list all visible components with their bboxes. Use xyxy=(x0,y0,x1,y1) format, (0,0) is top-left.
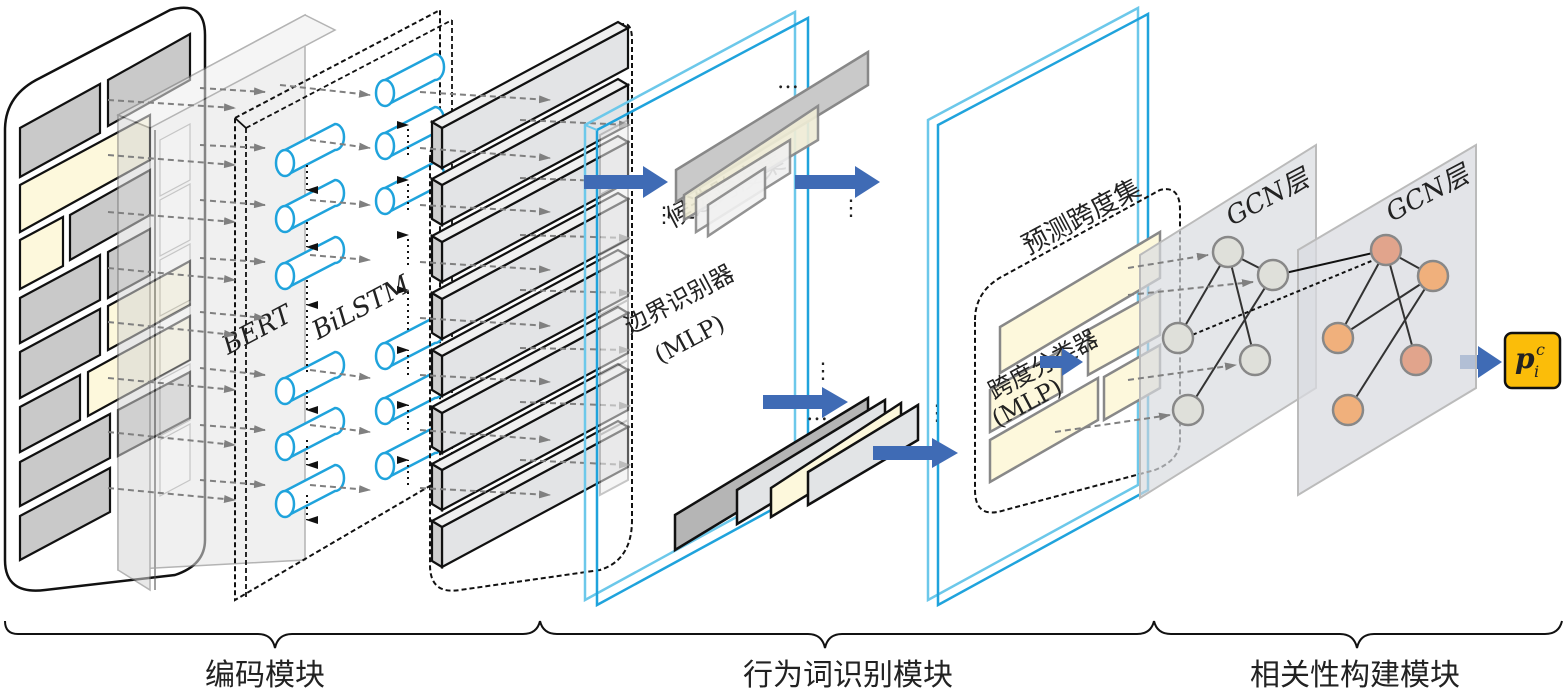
flow-arrow xyxy=(107,487,236,503)
flow-arrow xyxy=(419,317,551,330)
arrow-to-candidates xyxy=(584,166,668,198)
flow-arrow xyxy=(199,143,266,152)
bilstm-cell xyxy=(274,122,346,178)
flow-arrow xyxy=(309,369,371,381)
predicted-spans-label: 预测跨度集 xyxy=(1017,174,1146,262)
flow-arrow xyxy=(107,377,236,393)
gcn-node xyxy=(1171,393,1205,427)
arrow-to-span-layers xyxy=(763,387,848,418)
bilstm-cells xyxy=(274,52,446,519)
flow-arrow xyxy=(107,99,236,112)
bilstm-cell xyxy=(374,315,446,371)
token-block xyxy=(18,253,102,345)
module-label-recognition: 行为词识别模块 xyxy=(743,658,953,692)
module-braces xyxy=(4,620,1563,649)
gcn-node xyxy=(1161,321,1195,355)
flow-arrow xyxy=(419,374,551,386)
gcn-node xyxy=(1399,343,1433,377)
flow-arrow xyxy=(199,199,266,209)
flow-arrow xyxy=(419,91,551,104)
flow-arrow xyxy=(309,139,371,151)
output-symbol: p xyxy=(1515,342,1535,375)
flow-arrow xyxy=(107,321,236,338)
flow-arrow xyxy=(199,311,266,321)
blue-flow-arrows xyxy=(584,166,1502,468)
span-layers xyxy=(673,395,920,553)
flow-arrow xyxy=(309,424,371,435)
span-to-node-arrows xyxy=(1054,252,1254,433)
gcn-edges xyxy=(1177,249,1434,411)
arrow-from-candidates xyxy=(795,166,880,198)
bilstm-cell xyxy=(274,350,346,406)
flow-arrow xyxy=(107,154,236,169)
arrow-to-output xyxy=(1460,346,1502,378)
token-block xyxy=(18,466,112,562)
gcn-nodes xyxy=(1161,233,1450,427)
flow-arrow xyxy=(199,424,266,434)
brace-recognition xyxy=(539,620,1155,649)
flow-arrow xyxy=(199,257,266,266)
gcn-node xyxy=(1369,233,1403,267)
flow-arrow xyxy=(199,367,266,378)
gcn-node xyxy=(1331,393,1365,427)
bilstm-cell xyxy=(274,463,346,519)
flow-arrow xyxy=(419,204,551,216)
gcn-node xyxy=(1321,321,1355,355)
flow-arrow xyxy=(199,87,266,96)
arrow-to-prediction xyxy=(873,438,958,468)
candidate-vellipsis-2: ⋮ xyxy=(840,196,862,221)
hidden-states-panel xyxy=(429,23,633,592)
hidden-state-bar xyxy=(429,20,631,170)
gcn-node xyxy=(1211,235,1245,269)
output-superscript: c xyxy=(1536,340,1545,359)
gcn-node xyxy=(1256,258,1290,292)
flow-arrow xyxy=(419,147,551,162)
flow-arrow xyxy=(309,199,371,209)
flow-arrow xyxy=(199,479,266,489)
brace-correlation xyxy=(1153,620,1563,649)
predicted-span-blocks xyxy=(988,229,1162,485)
flow-arrow xyxy=(419,261,551,274)
output-box: p i c xyxy=(1503,331,1562,390)
flow-arrow xyxy=(107,267,236,283)
module-label-correlation: 相关性构建模块 xyxy=(1250,658,1460,692)
token-block xyxy=(18,82,102,179)
arrow-classifier xyxy=(1040,348,1083,376)
bilstm-cell xyxy=(274,406,346,462)
bilstm-cell xyxy=(374,52,446,108)
token-block xyxy=(18,412,112,508)
flow-arrow xyxy=(519,119,631,129)
bilstm-cell xyxy=(274,235,346,291)
candidate-span-stack xyxy=(674,49,870,239)
token-block xyxy=(18,307,102,400)
candidate-vellipsis: ⋮ xyxy=(653,203,675,228)
brace-encoder xyxy=(4,620,541,649)
recog-vellipsis: ⋮ xyxy=(812,359,834,384)
flow-arrow xyxy=(309,484,371,494)
flow-arrow xyxy=(309,254,371,264)
flow-arrow xyxy=(107,431,236,448)
flow-arrow xyxy=(279,84,371,98)
flow-arrow xyxy=(419,429,551,444)
candidate-ellipsis: … xyxy=(777,69,799,94)
token-block xyxy=(18,373,82,454)
flow-arrow xyxy=(419,487,551,499)
module-label-encoding: 编码模块 xyxy=(205,658,325,692)
bilstm-flow-arrows xyxy=(306,121,409,524)
bert-bilstm-frame xyxy=(234,8,453,602)
output-subscript: i xyxy=(1534,362,1539,381)
bilstm-cell xyxy=(274,178,346,234)
flow-arrow xyxy=(107,211,236,226)
token-block xyxy=(18,215,65,291)
gcn-node xyxy=(1238,343,1272,377)
gcn-node xyxy=(1416,259,1450,293)
hidden-state-bars xyxy=(429,20,631,569)
boundary-plane-bars xyxy=(599,118,629,497)
